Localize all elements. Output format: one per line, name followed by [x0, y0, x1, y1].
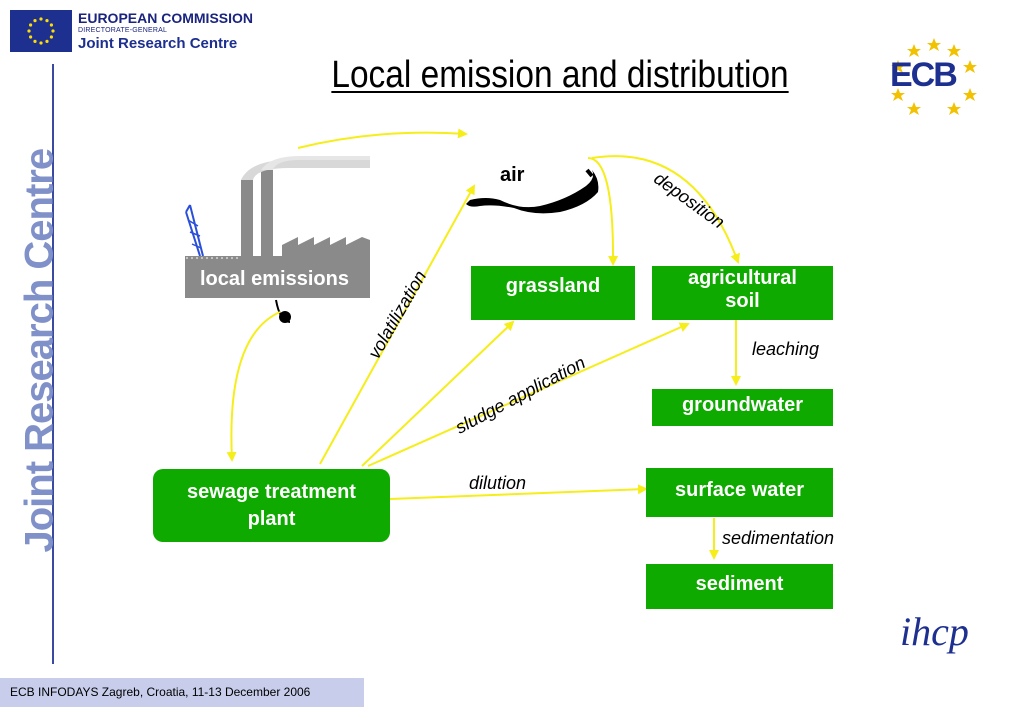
arrow-dilution: [389, 484, 648, 500]
node-local-emissions: local emissions: [200, 268, 349, 290]
outlet-icon: [279, 311, 291, 323]
eu-flag-icon: [10, 10, 72, 52]
side-divider: [52, 64, 54, 664]
node-surface-water-label: surface water: [675, 479, 804, 501]
node-sediment-label: sediment: [695, 573, 784, 595]
org-centre: Joint Research Centre: [78, 35, 238, 52]
arrow-emissions-to-sewage: [226, 311, 281, 462]
ecb-stars-icon: [891, 38, 977, 115]
ecb-logo-text: ECB: [890, 56, 958, 94]
node-sewage-line2: plant: [247, 508, 296, 530]
air-cloud-icon: [466, 170, 599, 214]
node-sewage-treatment-plant: sewage treatment plant: [153, 469, 390, 542]
label-leaching: leaching: [752, 339, 820, 359]
node-surface-water: surface water: [646, 468, 833, 517]
ecb-logo: ECB: [884, 34, 984, 120]
node-grassland: grassland: [471, 266, 635, 320]
org-subtitle: DIRECTORATE-GENERAL: [78, 27, 168, 34]
jrc-logo: EUROPEAN COMMISSION DIRECTORATE-GENERAL …: [10, 10, 260, 54]
ihcp-logo: ihcp: [900, 609, 969, 654]
node-agricultural-soil-line2: soil: [725, 290, 760, 312]
node-sediment: sediment: [646, 564, 833, 609]
label-dilution: dilution: [469, 473, 527, 493]
node-agricultural-soil: agricultural soil: [652, 266, 833, 320]
node-groundwater-label: groundwater: [681, 394, 804, 416]
arrow-air-to-grassland: [587, 157, 619, 266]
arrow-sludge-soil: [367, 322, 690, 467]
arrow-volatilization: [319, 184, 475, 465]
node-grassland-label: grassland: [505, 275, 601, 297]
label-sedimentation: sedimentation: [722, 528, 835, 548]
node-groundwater: groundwater: [652, 389, 833, 426]
factory-icon: [185, 156, 370, 298]
arrow-emissions-to-air: [297, 128, 468, 149]
node-air: air: [500, 164, 525, 186]
node-sewage-line1: sewage treatment: [187, 481, 356, 503]
node-agricultural-soil-line1: agricultural: [688, 267, 797, 289]
arrow-deposition: [591, 155, 740, 264]
arrow-sludge-grassland: [361, 320, 515, 467]
footer-caption: ECB INFODAYS Zagreb, Croatia, 11-13 Dece…: [0, 678, 364, 707]
org-name: EUROPEAN COMMISSION: [78, 10, 254, 26]
page-title: Local emission and distribution: [331, 54, 789, 96]
